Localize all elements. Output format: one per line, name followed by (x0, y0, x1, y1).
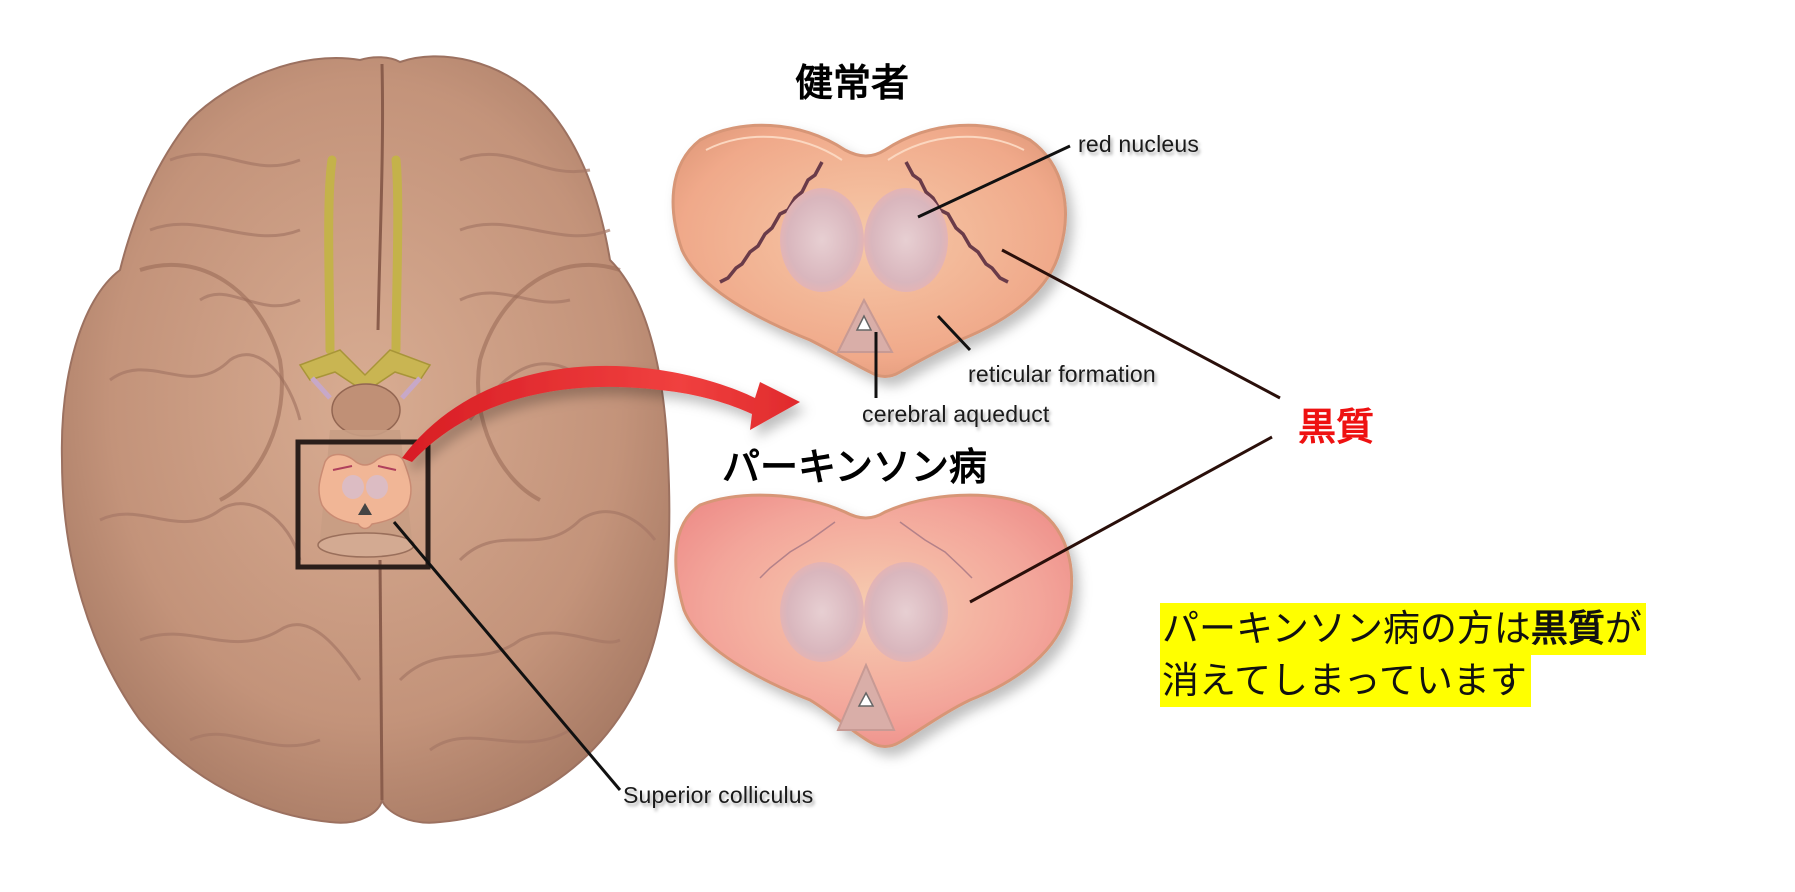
nigra-callout-line-parkinsons (969, 435, 1273, 604)
title-healthy: 健常者 (795, 61, 910, 105)
label-cerebral-aqueduct: cerebral aqueduct (862, 401, 1050, 427)
label-superior-colliculus: Superior colliculus (623, 782, 814, 808)
midbrain-section-thumbnail (318, 453, 412, 530)
pons (331, 383, 401, 437)
healthy-midbrain-section (671, 123, 1067, 378)
note-line-1-bold: 黒質 (1530, 607, 1605, 650)
label-substantia-nigra: 黒質 (1298, 405, 1375, 449)
red-arrow-icon (402, 365, 800, 462)
highlighted-note: パーキンソン病の方は黒質が 消えてしまっています (1160, 603, 1680, 707)
note-line-1-prefix: パーキンソン病の方は (1162, 607, 1531, 650)
reticular-formation-callout-line (936, 314, 972, 352)
parkinsons-midbrain-section (674, 493, 1074, 748)
olfactory-tracts (298, 155, 432, 400)
red-nucleus-callout-line (917, 144, 1071, 219)
note-line-1-suffix: が (1604, 607, 1642, 650)
note-line-1: パーキンソン病の方は黒質が (1160, 603, 1646, 655)
title-parkinsons: パーキンソン病 (722, 445, 987, 489)
superior-colliculus-callout-line (392, 521, 622, 791)
nigra-callout-line-healthy (1001, 248, 1281, 400)
label-reticular-formation: reticular formation (968, 361, 1156, 387)
zoom-region-box (295, 439, 431, 570)
label-red-nucleus: red nucleus (1078, 131, 1200, 157)
note-line-2: 消えてしまっています (1160, 655, 1531, 707)
